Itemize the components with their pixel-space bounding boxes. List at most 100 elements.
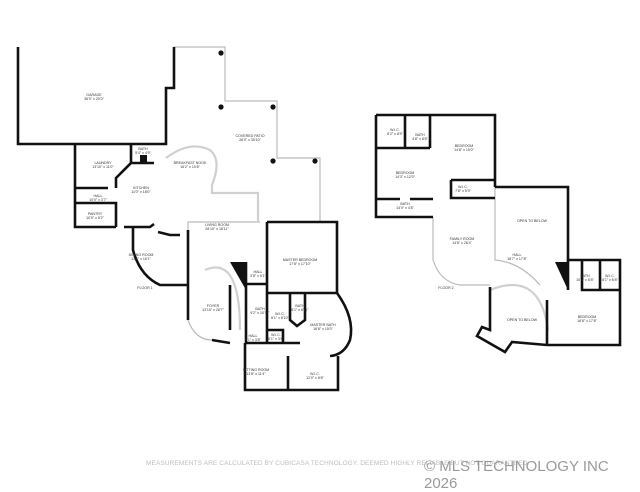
room-name: BEDROOM [455,144,474,148]
room-dimensions: 10'0" x 5'2" [86,216,104,220]
wall [475,287,548,354]
room-dimensions: 17'8" x 17'10" [289,262,311,266]
wall [157,230,180,237]
room-name: OPEN TO BELOW [507,318,538,322]
wall [243,343,340,392]
room-name: MASTER BATH [310,323,336,327]
room-name: HALL [94,194,103,198]
wall [267,220,339,293]
wall [73,144,116,229]
curved-wall [489,284,550,331]
room-name: GARAGE [86,93,102,97]
wall [131,226,188,287]
patio-outline [432,217,490,286]
room-dimensions: 14'8" x 26'4" [452,241,472,245]
room-name: COVERED PATIO [235,134,264,138]
wall [580,260,620,292]
measurement-disclaimer: MEASUREMENTS ARE CALCULATED BY CUBICASA … [146,460,530,467]
room-name: HALL [254,270,263,274]
wall [16,47,168,146]
room-dimensions: 16'2" x 10'8" [180,165,200,169]
room-dimensions: 11'0" x 18'0" [131,190,151,194]
room-dimensions: 14'0" x 4'8" [396,206,414,210]
room-name: DINING ROOM [129,253,154,257]
room-name: BATH [580,274,590,278]
room-dimensions: 10'8" x 6'8" [576,278,594,282]
room-name: BEDROOM [396,171,415,175]
wall [495,185,622,347]
room-dimensions: 16'8" x 15'0" [313,327,333,331]
wall [211,338,231,345]
patio-post [312,158,318,164]
room-dimensions: 26'0" x 35'10" [239,138,261,142]
room-dimensions: 6'1" x 6'8" [602,278,618,282]
fireplace [140,155,147,162]
wall [329,292,353,358]
room-dimensions: 13'10" x 11'0" [92,165,114,169]
wall [267,328,285,343]
patio-post [218,104,224,110]
room-dimensions: 14'3" x 12'0" [395,175,415,179]
room-dimensions: 18'7" x 17'8" [507,257,527,261]
room-name: W.I.C. [275,312,285,316]
room-dimensions: 12'0" x 8'8" [306,376,324,380]
patio-post [218,50,224,56]
room-name: MASTER BEDROOM [283,258,318,262]
room-dimensions: 4'1" x 3'8" [245,338,261,342]
room-dimensions: 18'8" x 17'8" [577,319,597,323]
room-dimensions: 5'1" x 6'11" [291,308,309,312]
wall-block [230,262,246,290]
room-dimensions: 5'4" x 4'9" [135,151,151,155]
wall [164,47,176,131]
room-name: W.I.C. [605,274,615,278]
patio-post [270,104,276,110]
room-dimensions: 13'8" x 11'4" [246,372,266,376]
room-name: SITTING ROOM [243,368,269,372]
room-name: BATH [415,133,425,137]
room-name: BATH [138,147,148,151]
room-name: LIVING ROOM [205,223,229,227]
room-name: HALL [249,334,258,338]
wall [449,180,495,200]
room-dimensions: 8'2" x 8'9" [387,132,403,136]
room-dimensions: 6'1" x 3'6" [268,337,284,341]
room-dimensions: 36'0" x 20'0" [84,97,104,101]
room-dimensions: 3'8" x 5'1" [250,274,266,278]
wall [114,162,132,188]
copyright-watermark: © MLS TECHNOLOGY INC 2026 [424,458,609,492]
wall [124,222,155,229]
room-dimensions: 14'8" x 15'0" [454,148,474,152]
patio-post [270,158,276,164]
floor-label: FLOOR 1 [137,286,152,290]
curved-wall [165,145,260,222]
room-dimensions: 7'8" x 5'9" [455,189,471,193]
room-dimensions: 10'0" x 3'7" [89,198,107,202]
room-name: LAUNDRY [94,161,112,165]
room-dimensions: 6'1" x 8'10" [271,316,289,320]
room-name: FAMILY ROOM [450,237,475,241]
room-name: W.I.C. [390,128,400,132]
room-dimensions: 28'10" x 18'11" [205,227,229,231]
room-name: KITCHEN [133,186,149,190]
room-name: BEDROOM [578,315,597,319]
wall [376,113,497,187]
curved-wall [204,266,242,331]
wall-block [555,262,568,290]
patio-outline [187,221,260,230]
room-name: FOYER [207,304,220,308]
wall [75,201,118,227]
room-dimensions: 13'8" x 16'1" [131,257,151,261]
room-dimensions: 13'10" x 28'7" [202,308,224,312]
walls [16,46,622,392]
patio-outline [174,46,321,222]
room-name: BATH [255,307,265,311]
room-name: OPEN TO BELOW [517,219,548,223]
room-name: HALL [513,253,522,257]
room-name: W.I.C. [458,185,468,189]
floor-label: FLOOR 2 [438,286,453,290]
room-name: BATH [400,202,410,206]
room-name: W.I.C. [271,333,281,337]
room-name: PANTRY [88,212,103,216]
